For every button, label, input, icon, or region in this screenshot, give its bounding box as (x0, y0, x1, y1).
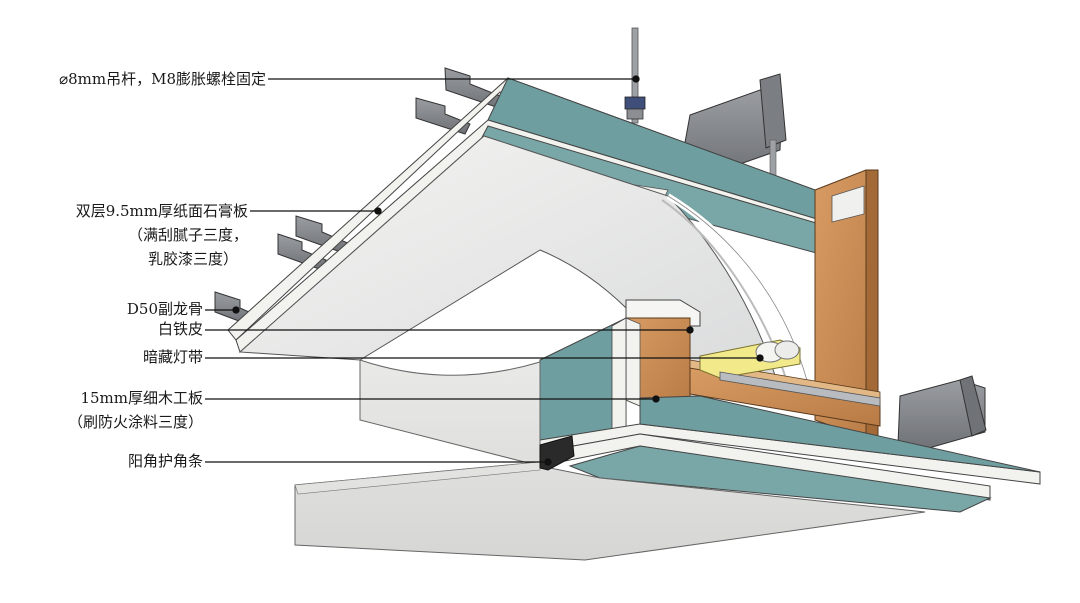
lower-gypsum-board (539, 395, 1041, 513)
label-secondary-keel: D50副龙骨 (126, 300, 203, 318)
label-gypsum-note-2: 乳胶漆三度） (147, 250, 238, 268)
wood-frame-back (814, 169, 879, 441)
label-gypsum-board: 双层9.5mm厚纸面石膏板 (75, 202, 248, 220)
light-cove-box (625, 299, 881, 427)
label-wood-note: （刷防火涂料三度） (67, 413, 203, 431)
main-keel-front (897, 375, 987, 453)
label-corner-guard: 阳角护角条 (127, 452, 203, 470)
lower-vertical-board (539, 317, 627, 463)
label-iron-sheet: 白铁皮 (157, 320, 203, 338)
lower-soffit (294, 359, 926, 561)
label-hanger: ⌀8mm吊杆，M8膨胀螺栓固定 (59, 70, 266, 88)
leader-lines (205, 75, 764, 466)
label-gypsum-note-1: （满刮腻子三度， (127, 226, 248, 244)
lamp-tube (699, 339, 881, 407)
label-light-strip: 暗藏灯带 (142, 348, 203, 366)
label-wood-board: 15mm厚细木工板 (80, 389, 203, 407)
